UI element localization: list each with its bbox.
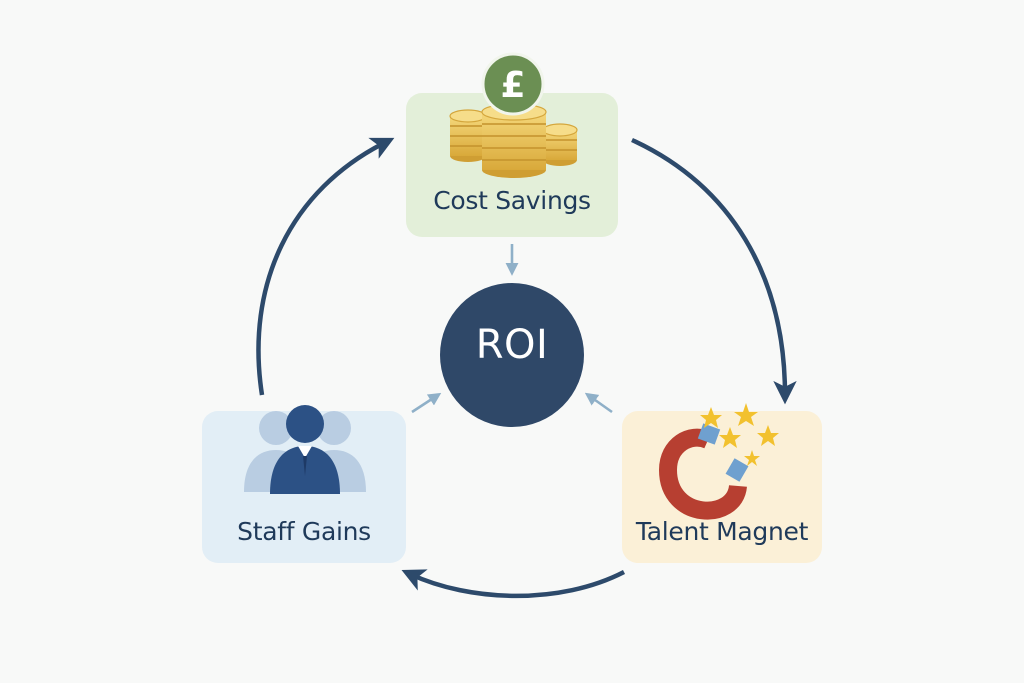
pound-coins-icon <box>449 52 578 178</box>
magnet-stars-icon <box>659 403 779 520</box>
node-label-talent-magnet: Talent Magnet <box>635 517 809 546</box>
pound-symbol: £ <box>500 65 525 106</box>
staff-group-icon <box>244 405 366 494</box>
node-label-cost-savings: Cost Savings <box>433 186 591 215</box>
roi-label: ROI <box>475 322 549 368</box>
node-label-staff-gains: Staff Gains <box>237 517 371 546</box>
feed-arrow-talent <box>584 392 613 414</box>
cycle-arrow-talent-to-staff <box>401 569 626 599</box>
roi-circle <box>440 283 584 427</box>
cycle-arrow-cost-to-talent <box>631 137 797 405</box>
cycle-arrow-staff-to-cost <box>256 137 395 396</box>
feed-arrow-staff <box>411 392 442 414</box>
